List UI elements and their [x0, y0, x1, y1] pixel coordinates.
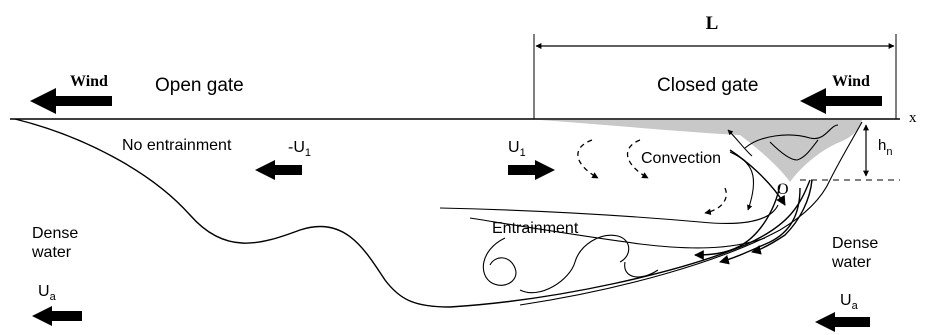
convection-return-arrow [729, 151, 755, 211]
wind-right-arrow [800, 88, 882, 114]
wind-left-label: Wind [70, 73, 108, 90]
open-gate-label: Open gate [155, 75, 244, 96]
dashed-convection-arrow-2 [626, 139, 649, 179]
convection-cell-outer [744, 124, 839, 149]
closed-gate-label: Closed gate [657, 75, 758, 96]
downslope-arrow-4 [729, 149, 786, 206]
convection-label: Convection [641, 150, 721, 167]
entrainment-billow-2 [519, 234, 630, 294]
downslope-arrow-1 [694, 184, 781, 260]
wind-right-label: Wind [832, 73, 870, 90]
dashed-convection-arrow-1 [577, 139, 599, 179]
convection-flow-arrow [727, 129, 753, 157]
neg-u1-arrow [255, 160, 302, 180]
origin-label: O [777, 181, 789, 198]
u1-arrow [508, 160, 555, 180]
dashed-convection-arrow-3 [704, 187, 727, 216]
current-head-outline [829, 121, 863, 181]
entrainment-billow-1 [482, 237, 517, 286]
ua-right-label: Ua [840, 292, 859, 312]
convection-cell-inner [769, 139, 819, 161]
entrainment-layer-bottom [469, 217, 766, 249]
wind-left-arrow [30, 88, 112, 114]
x-axis-label: x [909, 110, 917, 126]
ua-right-arrow [815, 312, 870, 332]
entrainment-billow-3 [624, 261, 659, 278]
entrainment-label: Entrainment [492, 220, 579, 237]
hn-label: hn [878, 137, 892, 158]
downslope-arrow-2 [719, 187, 801, 265]
ua-left-arrow [32, 306, 82, 326]
entrainment-layer-top [439, 204, 779, 224]
ua-left-label: Ua [38, 283, 57, 303]
neg-u1-label: -U1 [288, 139, 311, 159]
downslope-arrow-3 [751, 179, 813, 255]
no-entrainment-label: No entrainment [122, 137, 232, 154]
u1-label: U1 [508, 139, 526, 159]
lower-current-boundary [519, 179, 831, 306]
left-dense-interface [14, 118, 811, 308]
length-label: L [706, 13, 719, 34]
